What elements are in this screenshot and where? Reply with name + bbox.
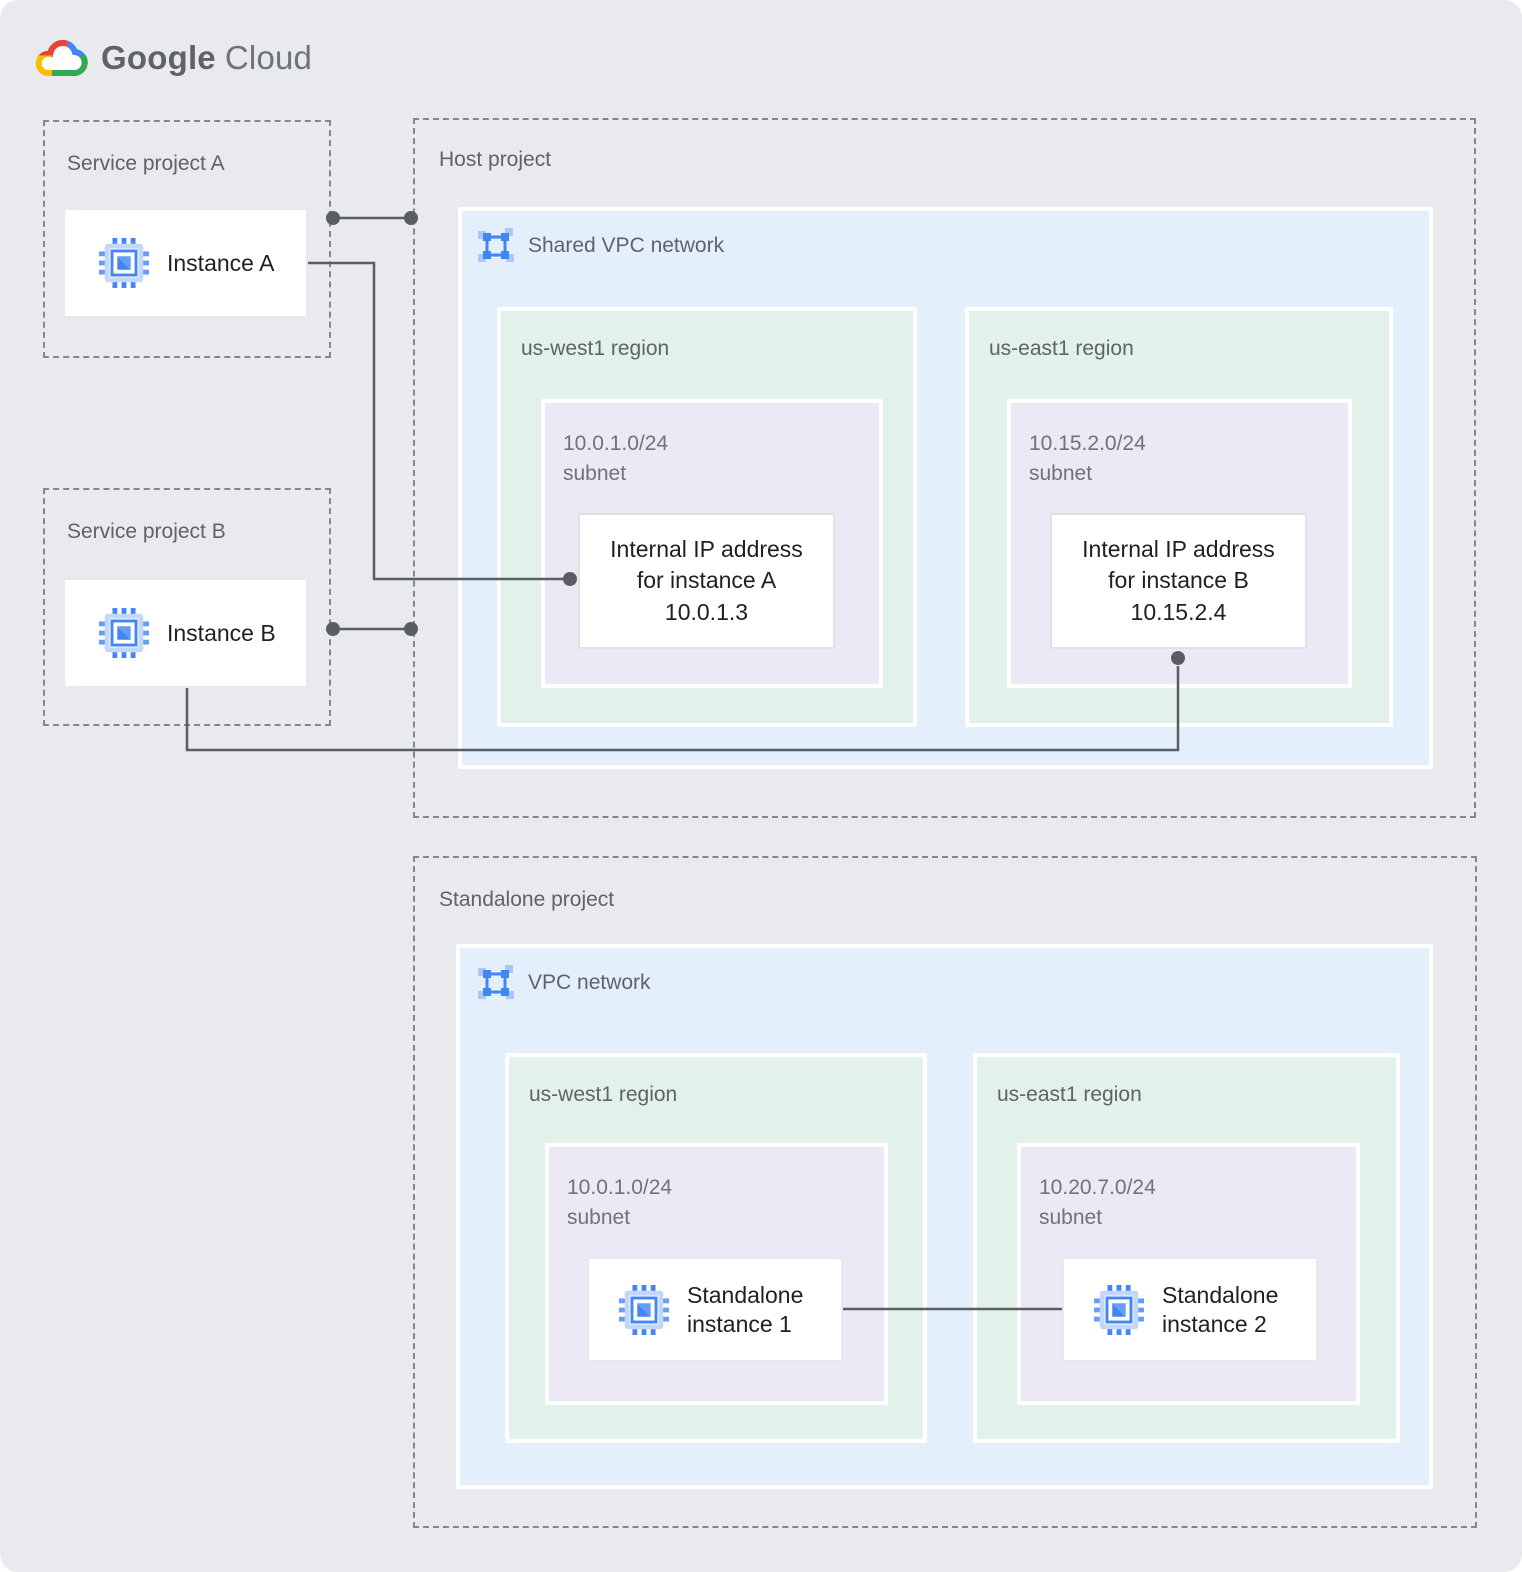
vpc-network-icon	[478, 228, 514, 262]
subnet-label: 10.15.2.0/24 subnet	[1029, 432, 1146, 486]
standalone-instance-2-box: Standalone instance 2	[1062, 1257, 1318, 1362]
instance-a-box: Instance A	[63, 208, 308, 318]
instance-a-label: Instance A	[167, 249, 275, 276]
logo-brand: Google	[101, 39, 216, 76]
internal-ip-instance-b-box: Internal IP address for instance B 10.15…	[1050, 513, 1307, 649]
service-project-b-label: Service project B	[67, 520, 226, 543]
google-cloud-logo-icon	[35, 39, 88, 77]
internal-ip-instance-a-box: Internal IP address for instance A 10.0.…	[578, 513, 835, 649]
vpc-network-icon	[478, 965, 514, 999]
compute-instance-icon	[1094, 1284, 1144, 1335]
standalone-project-box: Standalone project	[413, 856, 1477, 1528]
region-label: us-west1 region	[529, 1083, 678, 1106]
region-label: us-east1 region	[989, 337, 1134, 360]
shared-vpc-network-label: Shared VPC network	[528, 234, 725, 257]
host-project-label: Host project	[439, 148, 552, 171]
shared-vpc-network-header: Shared VPC network	[478, 228, 724, 264]
instance-b-label: Instance B	[167, 619, 276, 646]
standalone-instance-2-label: Standalone instance 2	[1162, 1282, 1279, 1337]
region-label: us-east1 region	[997, 1083, 1142, 1106]
subnet-label: 10.0.1.0/24 subnet	[563, 432, 669, 486]
subnet-label: 10.0.1.0/24 subnet	[567, 1176, 673, 1230]
service-project-a-box: Service project A	[43, 120, 331, 358]
compute-instance-icon	[99, 238, 149, 288]
region-label: us-west1 region	[521, 337, 670, 360]
instance-b-box: Instance B	[63, 578, 308, 688]
standalone-instance-1-box: Standalone instance 1	[587, 1257, 843, 1362]
compute-instance-icon	[99, 608, 149, 658]
standalone-project-label: Standalone project	[439, 888, 615, 911]
subnet-label: 10.20.7.0/24 subnet	[1039, 1176, 1156, 1230]
logo-product: Cloud	[224, 39, 313, 76]
service-project-a-label: Service project A	[67, 152, 225, 175]
vpc-network-label: VPC network	[528, 971, 651, 994]
standalone-instance-1-label: Standalone instance 1	[687, 1282, 804, 1337]
vpc-network-header: VPC network	[478, 965, 651, 1001]
compute-instance-icon	[619, 1284, 669, 1335]
